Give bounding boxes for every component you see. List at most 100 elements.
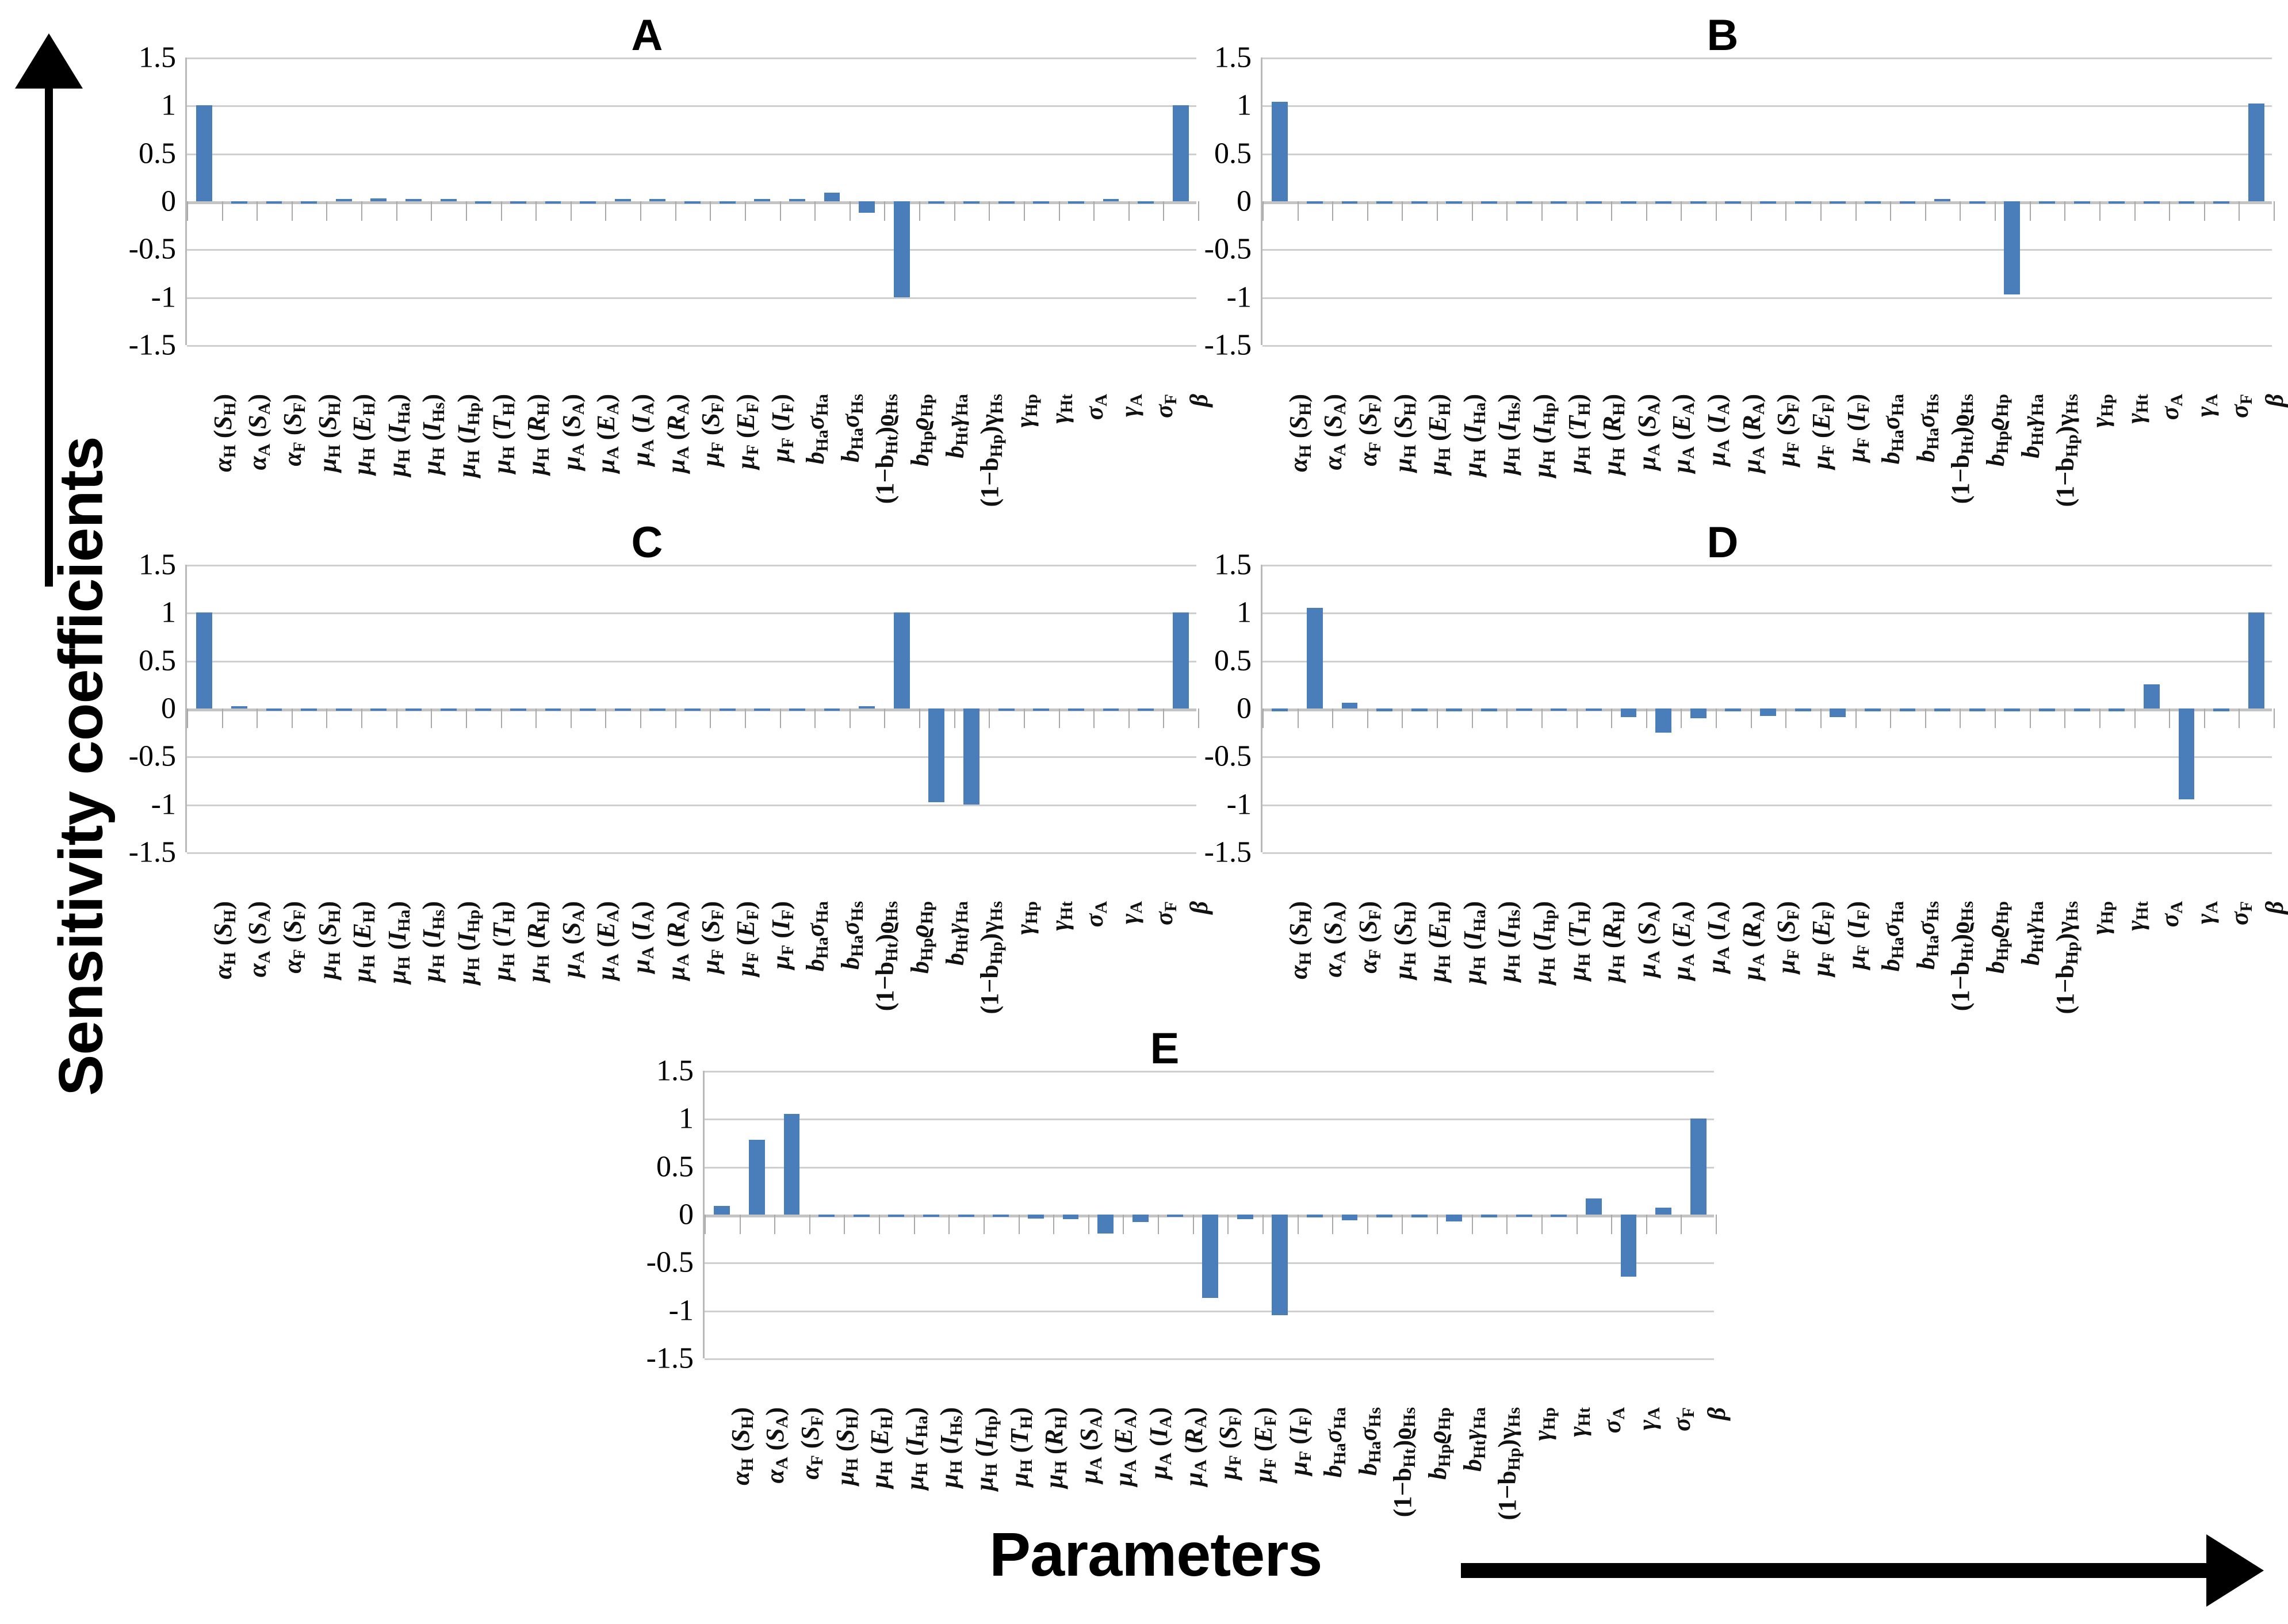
x-category-label: μF (SF): [697, 901, 728, 974]
bar: [1033, 201, 1050, 204]
gridline: [1262, 297, 2272, 299]
bar-series: [1262, 58, 2272, 345]
y-tick-label: 1.5: [139, 548, 176, 581]
x-category-label: σA: [2156, 394, 2187, 420]
y-tick-label: 1: [161, 89, 176, 122]
y-tick-label: -1: [668, 1294, 694, 1327]
x-axis-ticks: [187, 201, 1199, 221]
bar: [1551, 1215, 1567, 1217]
x-category-label: bHaσHs: [1911, 394, 1942, 463]
gridline: [187, 612, 1196, 615]
bar: [1620, 1215, 1637, 1277]
x-category-label: γHt: [1045, 394, 1076, 424]
y-tick-label: -1.5: [1204, 328, 1252, 362]
bar: [893, 201, 910, 297]
x-category-label: μA (RA): [1737, 901, 1768, 980]
x-category-label: β: [2260, 394, 2288, 407]
bar: [405, 708, 422, 711]
bar: [196, 612, 213, 708]
bar: [1690, 1119, 1707, 1215]
x-category-label: σA: [1080, 901, 1111, 928]
bar: [824, 708, 840, 711]
bar: [231, 706, 247, 708]
bar: [2143, 684, 2160, 708]
bar: [614, 708, 631, 711]
x-category-label: bHtγHa: [1458, 1407, 1489, 1472]
bar: [963, 201, 980, 204]
bar: [2039, 201, 2055, 204]
x-category-label: αH (SH): [1284, 901, 1315, 979]
y-tick-label: 0: [1237, 185, 1252, 218]
bar: [1481, 708, 1497, 711]
x-category-label: μH (SH): [313, 394, 344, 472]
y-tick-label: -0.5: [1204, 740, 1252, 773]
x-axis-arrow-icon: [1461, 1534, 2264, 1607]
bar: [714, 1206, 730, 1215]
x-category-label: αF (SF): [278, 394, 309, 466]
bar: [1830, 708, 1846, 717]
bar: [1376, 708, 1393, 711]
bar: [614, 199, 631, 201]
bar: [1097, 1215, 1114, 1234]
x-category-label: bHaσHs: [1911, 901, 1942, 970]
x-category-label: μA (SA): [557, 901, 588, 978]
x-category-label: αH (SH): [726, 1407, 757, 1485]
x-category-label: μH (TH): [1563, 901, 1594, 981]
bar: [1341, 703, 1358, 708]
bar: [998, 201, 1015, 204]
x-category-label: σF: [2225, 901, 2256, 926]
bar: [1551, 201, 1567, 204]
x-category-label: γHp: [2086, 901, 2117, 935]
bar: [2248, 612, 2264, 708]
y-tick-label: -1.5: [1204, 836, 1252, 869]
x-category-label: μH (IHp): [1528, 901, 1559, 985]
bar: [754, 708, 771, 711]
y-tick-label: -0.5: [1204, 232, 1252, 266]
bar: [1306, 201, 1323, 204]
x-category-label: bHaσHa: [1877, 394, 1908, 465]
bar: [1655, 708, 1672, 733]
y-tick-label: 1: [1237, 596, 1252, 629]
x-category-label: (1−bHp)γHs: [2051, 901, 2082, 1014]
x-category-label: αA (SA): [243, 394, 274, 470]
x-category-label: bHtγHa: [940, 394, 971, 458]
x-category-label: μF (EF): [1807, 394, 1838, 469]
bar: [1899, 201, 1916, 204]
x-category-label: μF (IF): [766, 394, 797, 462]
bar: [2073, 201, 2090, 204]
x-category-label: μH (SH): [831, 1407, 862, 1485]
x-category-label: μH (IHs): [1493, 901, 1524, 982]
x-category-label: μH (TH): [487, 394, 518, 474]
x-category-label: μH (RH): [1040, 1407, 1071, 1488]
bar: [824, 193, 840, 201]
gridline: [1262, 153, 2272, 155]
y-tick-label: 0: [161, 185, 176, 218]
bar: [928, 201, 945, 204]
bar: [1795, 708, 1811, 711]
y-tick-label: 1.5: [656, 1054, 694, 1087]
x-category-label: γHt: [1045, 901, 1076, 931]
x-category-label: (1−bHt)ϱHs: [871, 394, 902, 504]
bar: [475, 708, 492, 711]
x-category-label: μF (IF): [1842, 394, 1873, 462]
bar: [1172, 105, 1189, 201]
x-category-label: μF (IF): [766, 901, 797, 970]
gridline: [187, 565, 1196, 566]
bar: [1864, 708, 1881, 711]
x-category-label: μH (TH): [1563, 394, 1594, 474]
bar: [1341, 201, 1358, 204]
x-category-label: (1−bHt)ϱHs: [1946, 394, 1977, 504]
x-category-label: μF (SF): [1772, 901, 1803, 974]
x-category-label: μA (IA): [1702, 901, 1734, 974]
y-tick-label: -0.5: [128, 740, 176, 773]
bar: [1620, 201, 1637, 204]
bar: [1446, 1215, 1463, 1221]
x-category-label: σA: [1598, 1407, 1629, 1434]
x-category-label: (1−bHt)ϱHs: [871, 901, 902, 1012]
bar: [301, 201, 317, 204]
bar: [1760, 201, 1776, 204]
y-tick-label: 0: [161, 692, 176, 725]
gridline: [705, 1166, 1714, 1169]
x-category-label: bHaσHa: [801, 901, 832, 972]
